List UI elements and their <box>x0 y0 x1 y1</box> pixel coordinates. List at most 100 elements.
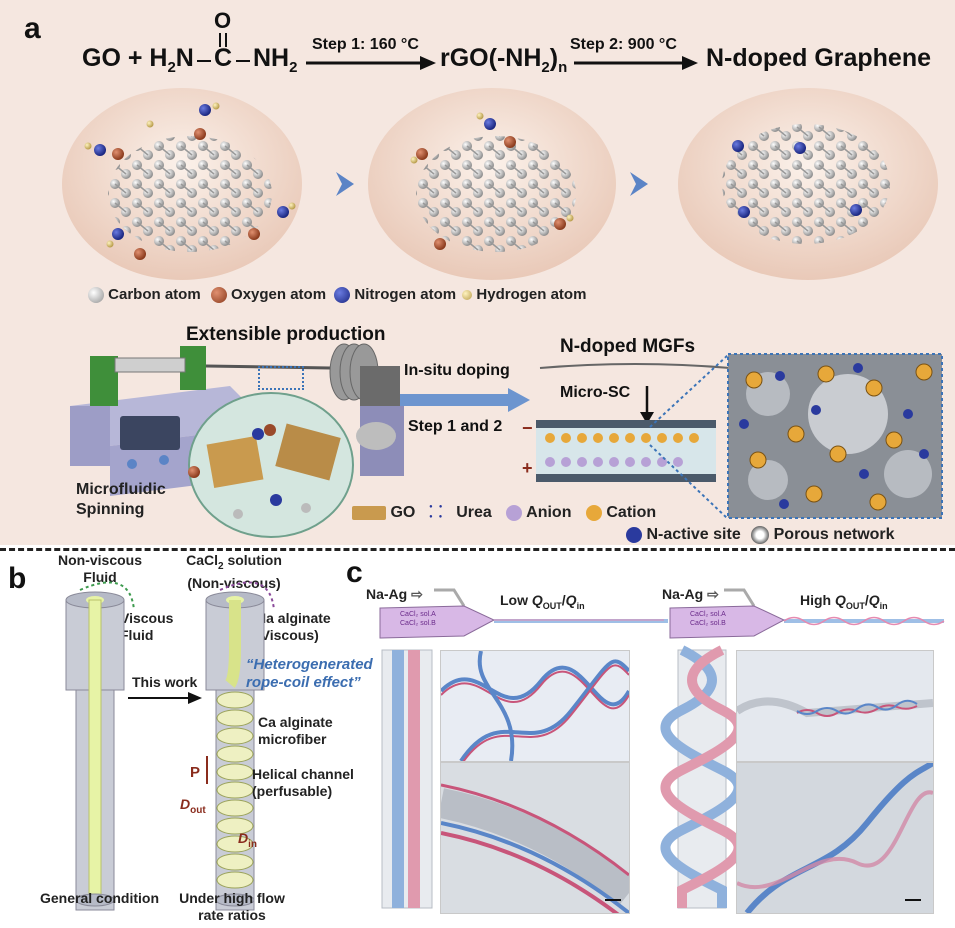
helical-fiber-closeup <box>737 763 933 913</box>
step2-label: Step 2: 900 °C <box>570 36 677 53</box>
legend-porous-network: Porous network <box>773 526 895 544</box>
scale-bar <box>605 899 621 901</box>
low-ratio-straight-fiber <box>381 649 433 909</box>
legend-n-active-site: N-active site <box>646 526 741 544</box>
n-doped-graphene-oval <box>678 88 938 280</box>
legend-anion: Anion <box>526 504 572 521</box>
helical-line-1: Helical channel <box>252 766 354 782</box>
n-doped-mgfs-title: N-doped MGFs <box>560 336 696 357</box>
ca-alginate-line-1: Ca alginate <box>258 714 333 730</box>
viscous-fluid-label: Viscous Fluid <box>120 610 173 644</box>
high-ratio-label: High QOUT/Qin <box>800 592 888 611</box>
double-bond-line-2 <box>225 33 227 47</box>
minus-electrode-sign: − <box>522 418 533 438</box>
hydrogen-atom-icon <box>462 290 473 301</box>
ca-alginate-line-2: microfiber <box>258 731 327 747</box>
low-ratio-device <box>379 588 668 639</box>
plus-electrode-sign: + <box>522 458 533 478</box>
down-arrow-icon <box>640 386 654 424</box>
non-viscous-line-1: Non-viscous <box>57 552 142 568</box>
micro-sc-device <box>536 420 716 482</box>
q-letter-3: Q <box>835 592 846 608</box>
step1-arrow-icon <box>306 56 436 70</box>
hetero-line-1: “Heterogenerated <box>246 656 373 673</box>
microfluidic-zoom-circle <box>188 392 354 538</box>
insitu-doping-label: In-situ doping <box>404 362 510 379</box>
sub-2a: 2 <box>167 59 176 76</box>
na-alginate-line-1: Na alginate <box>256 610 331 626</box>
cacl2-solution-text: solution <box>223 552 282 568</box>
legend-nitrogen: Nitrogen atom <box>354 286 457 303</box>
na-ag-text-left: Na-Ag <box>366 586 408 602</box>
under-line-2: rate ratios <box>198 907 266 923</box>
mgfs-fiber-line <box>539 363 731 369</box>
legend-carbon: Carbon atom <box>108 286 201 303</box>
helical-tube <box>205 581 275 911</box>
go-flake-icon <box>352 505 386 520</box>
pitch-label: P <box>190 764 201 781</box>
legend-urea: Urea <box>456 504 492 521</box>
viscous-line-2: Fluid <box>120 627 154 643</box>
q-in-sub-2: in <box>879 600 888 611</box>
scale-bar <box>905 899 921 901</box>
microfluidic-spinning-label: Microfluidic Spinning <box>76 480 166 520</box>
reaction-reactants: GO + H2N <box>82 44 194 76</box>
panel-c-label: c <box>346 556 363 589</box>
extensible-production-title: Extensible production <box>186 324 386 345</box>
coiled-fibers-image <box>441 651 629 761</box>
slash: / <box>561 592 566 608</box>
legend-hydrogen: Hydrogen atom <box>476 286 587 303</box>
sub-2c: 2 <box>541 59 550 76</box>
helical-line-2: (perfusable) <box>252 783 333 799</box>
micrograph-low-bottom <box>440 762 630 914</box>
legend-oxygen: Oxygen atom <box>231 286 327 303</box>
arrow-right-icon: ⇨ <box>411 586 423 602</box>
panel-a-label: a <box>24 12 41 45</box>
zoom-connector-lines <box>649 354 729 520</box>
heterogenerated-label: “Heterogenerated rope-coil effect” <box>246 656 373 692</box>
intermediate-text: rGO(-NH <box>440 44 542 72</box>
bond-c-n <box>236 60 250 62</box>
helical-channel-label: Helical channel (perfusable) <box>252 766 354 800</box>
component-legend: GO ⸬ Urea Anion Cation <box>352 500 656 522</box>
straight-fiber-closeup <box>441 783 629 913</box>
na-ag-text-right: Na-Ag <box>662 586 704 602</box>
general-condition-tube <box>65 581 135 911</box>
micrograph-low-top <box>440 650 630 762</box>
chevron-right-icon <box>336 172 354 196</box>
reaction-product: N-doped Graphene <box>706 44 932 72</box>
under-high-flow-label: Under high flow rate ratios <box>172 890 292 924</box>
reactant-text: GO + H <box>82 44 168 72</box>
carbon-atom-icon <box>88 287 104 304</box>
carbonyl-oxygen: O <box>214 8 232 33</box>
hetero-line-2: rope-coil effect” <box>246 674 361 691</box>
high-ratio-device <box>669 588 945 639</box>
bond-n-c <box>197 60 211 62</box>
q-in-sub: in <box>576 600 585 611</box>
panel-b-label: b <box>8 562 27 595</box>
arrow-right-icon: ⇨ <box>707 586 719 602</box>
chevron-right-icon <box>630 172 648 196</box>
reaction-nh2: NH2 <box>253 44 297 76</box>
cacl2-solution-label: CaCl2 solution (Non-viscous) <box>174 552 294 592</box>
d-in-sub: in <box>248 838 258 850</box>
doping-arrow-icon <box>400 388 530 412</box>
na-alginate-label: Na alginate (Viscous) <box>256 610 331 644</box>
high-text: High <box>800 592 835 608</box>
non-viscous-line-2: Fluid <box>83 569 117 585</box>
go-molecule-oval <box>62 88 302 280</box>
low-text: Low <box>500 592 532 608</box>
step1-label: Step 1: 160 °C <box>312 36 419 53</box>
urea-n: N <box>175 44 194 72</box>
sol-b-left: CaCl₂ sol.B <box>400 620 436 627</box>
nitrogen-atom-icon <box>334 287 351 304</box>
urea-molecule-icon: ⸬ <box>429 504 443 521</box>
d-in-label: Din <box>238 830 257 850</box>
general-condition-label: General condition <box>40 890 160 906</box>
micrograph-high-bottom <box>736 762 934 914</box>
component-legend-2: N-active site Porous network <box>626 526 895 544</box>
sol-a-right: CaCl₂ sol.A <box>690 611 726 618</box>
cacl2-sub: 2 <box>218 560 224 572</box>
sub-2b: 2 <box>289 59 298 76</box>
non-viscous-fluid-label: Non-viscous Fluid <box>52 552 148 586</box>
